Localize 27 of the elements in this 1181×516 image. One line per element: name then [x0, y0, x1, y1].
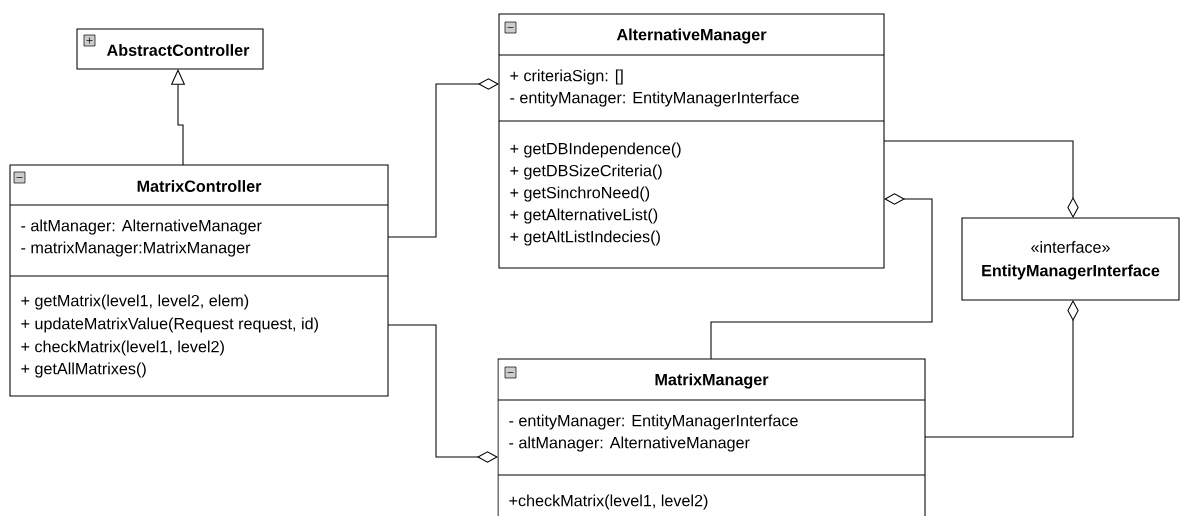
member-text: + getDBIndependence()	[510, 142, 681, 158]
member-text: + getSinchroNeed()	[510, 186, 650, 202]
class-name: AlternativeManager	[616, 28, 767, 44]
member-text: + getAltListIndecies()	[510, 230, 660, 246]
aggregation-connector	[924, 300, 1079, 438]
class-name: AbstractController	[107, 44, 250, 56]
class-name: MatrixController	[137, 180, 262, 192]
member-text: + getAlternativeList()	[510, 208, 658, 224]
member-text: - entityManager: EntityManagerInterface	[510, 91, 799, 107]
aggregation-connector	[883, 140, 1079, 218]
aggregation-connector	[387, 324, 498, 463]
class-name: MatrixManager	[655, 373, 769, 389]
member-text: - entityManager: EntityManagerInterface	[509, 414, 798, 430]
member-text: + getAllMatrixes()	[21, 362, 146, 378]
member-text: + criteriaSign: []	[510, 69, 623, 85]
class-name: EntityManagerInterface	[982, 264, 1160, 280]
member-text: + getDBSizeCriteria()	[510, 164, 662, 180]
member-text: + updateMatrixValue(Request request, id)	[21, 317, 318, 333]
member-text: + getMatrix(level1, level2, elem)	[21, 294, 249, 310]
member-text: - matrixManager:MatrixManager	[21, 241, 251, 257]
aggregation-connector	[387, 78, 499, 238]
stereotype-label: «interface»	[1031, 241, 1110, 253]
member-text: + checkMatrix(level1, level2)	[21, 340, 224, 356]
member-text: +checkMatrix(level1, level2)	[509, 494, 708, 510]
member-text: - altManager: AlternativeManager	[509, 436, 750, 452]
member-text: - altManager: AlternativeManager	[21, 219, 262, 235]
aggregation-connector	[710, 193, 933, 360]
